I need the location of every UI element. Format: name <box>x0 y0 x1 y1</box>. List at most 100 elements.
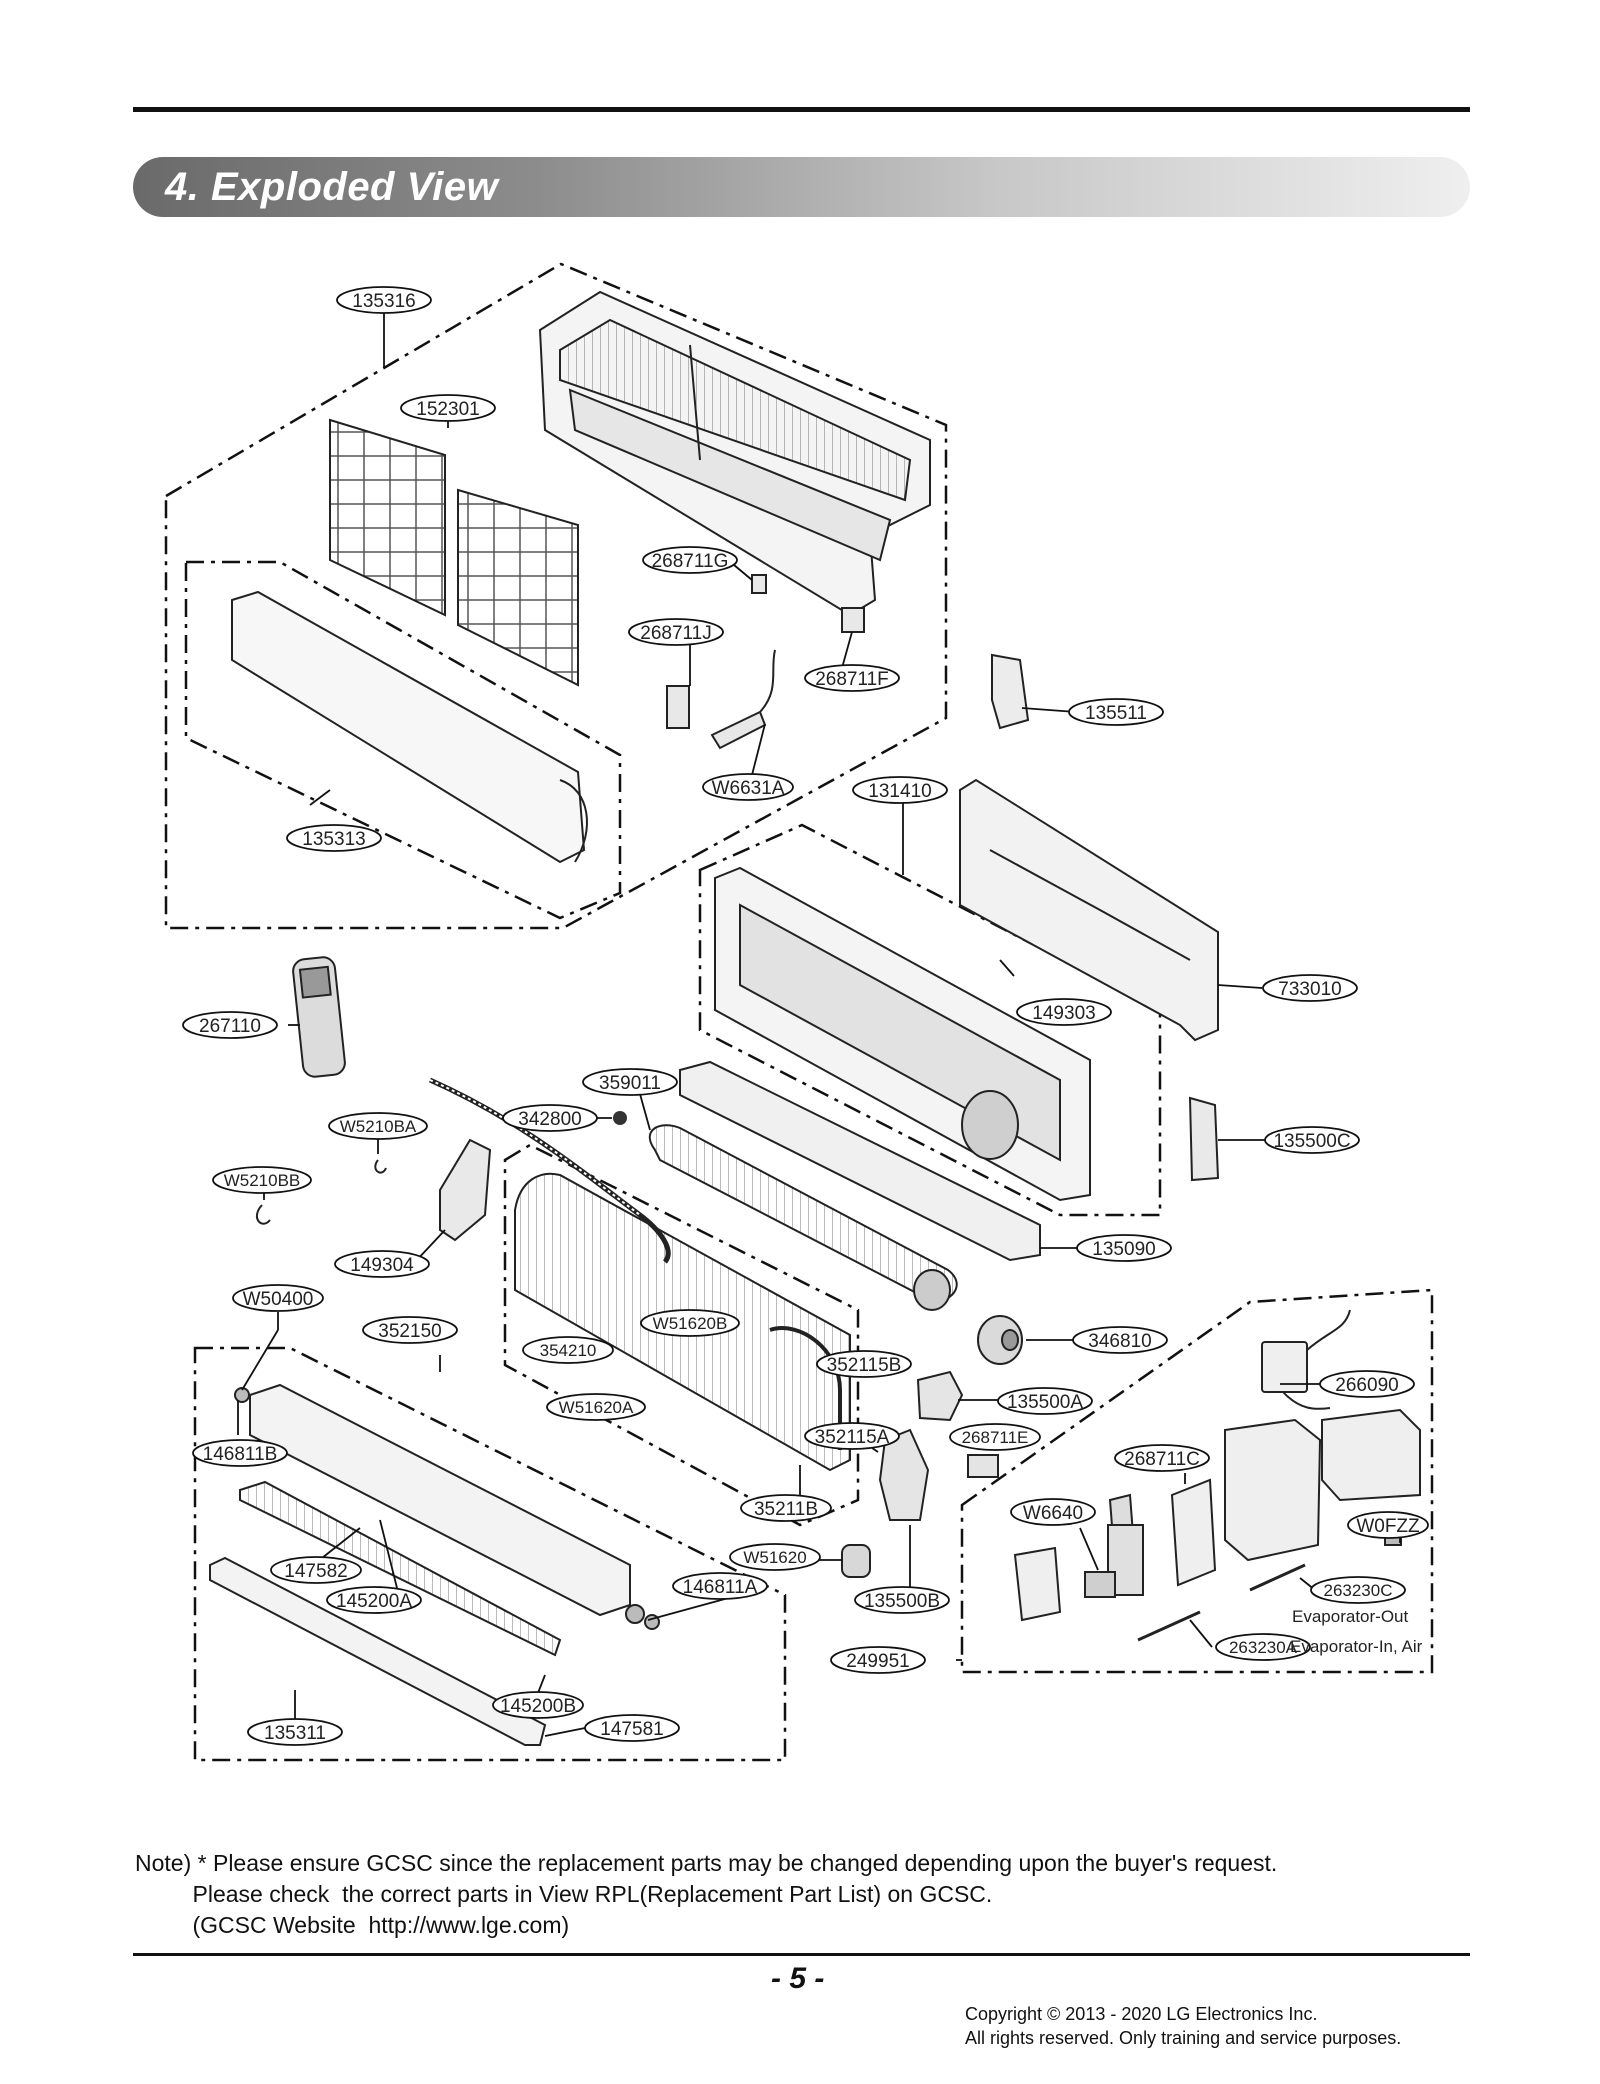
callout-352150: 352150 <box>362 1316 458 1344</box>
svg-text:W50400: W50400 <box>243 1289 314 1310</box>
control-box-parts <box>967 1309 1421 1642</box>
bearing <box>613 1111 627 1125</box>
svg-text:147582: 147582 <box>284 1561 347 1582</box>
svg-text:266090: 266090 <box>1335 1375 1398 1396</box>
svg-text:352115B: 352115B <box>827 1355 902 1376</box>
top-rule <box>133 107 1470 112</box>
callout-131410: 131410 <box>852 776 948 804</box>
callout-W6640: W6640 <box>1010 1498 1096 1526</box>
svg-text:342800: 342800 <box>518 1109 581 1130</box>
svg-text:W51620: W51620 <box>743 1548 806 1567</box>
air-filters <box>329 418 579 687</box>
svg-text:346810: 346810 <box>1088 1331 1151 1352</box>
callout-W0FZZ: W0FZZ <box>1347 1511 1429 1539</box>
callout-733010: 733010 <box>1262 974 1358 1002</box>
copyright-line-2: All rights reserved. Only training and s… <box>965 2028 1402 2048</box>
svg-text:135311: 135311 <box>264 1723 326 1744</box>
note-line-1: Note) * Please ensure GCSC since the rep… <box>135 1850 1278 1876</box>
svg-text:W6640: W6640 <box>1023 1503 1083 1524</box>
callout-W6631A: W6631A <box>702 773 794 801</box>
svg-text:135313: 135313 <box>302 829 365 850</box>
callout-135313: 135313 <box>286 824 382 852</box>
callout-135316: 135316 <box>336 286 432 314</box>
installation-plate <box>959 778 1219 1042</box>
callout-W51620A: W51620A <box>546 1393 646 1421</box>
callout-135090: 135090 <box>1076 1234 1172 1262</box>
callout-W5210BA: W5210BA <box>328 1112 428 1140</box>
svg-text:267110: 267110 <box>199 1016 261 1037</box>
callout-268711F: 268711F <box>804 664 900 692</box>
svg-text:135500A: 135500A <box>1007 1392 1083 1413</box>
remote-control <box>292 956 346 1078</box>
svg-text:152301: 152301 <box>416 399 479 420</box>
callout-135500A: 135500A <box>997 1387 1093 1415</box>
drain-pan <box>679 1060 1041 1262</box>
cross-flow-fan <box>648 1124 958 1311</box>
svg-text:135500C: 135500C <box>1273 1131 1350 1152</box>
svg-text:146811A: 146811A <box>683 1577 758 1598</box>
evaporator-group-outline <box>503 1143 860 1527</box>
svg-text:352150: 352150 <box>378 1321 441 1342</box>
svg-text:146811B: 146811B <box>203 1444 278 1465</box>
callout-145200A: 145200A <box>326 1586 422 1614</box>
svg-text:135500B: 135500B <box>864 1591 940 1612</box>
svg-text:268711C: 268711C <box>1124 1449 1200 1470</box>
evaporator-out-label: Evaporator-Out <box>1292 1607 1408 1626</box>
svg-text:149304: 149304 <box>350 1255 414 1276</box>
callout-152301: 152301 <box>400 394 496 422</box>
note-line-2: Please check the correct parts in View R… <box>135 1881 993 1907</box>
svg-text:263230A: 263230A <box>1229 1638 1298 1657</box>
callout-354210: 354210 <box>522 1336 614 1364</box>
callout-266090: 266090 <box>1319 1370 1415 1398</box>
svg-text:268711F: 268711F <box>815 669 889 690</box>
section-title: 4. Exploded View <box>165 165 499 209</box>
chassis <box>714 866 1091 1202</box>
step-motor <box>841 1544 871 1578</box>
svg-text:359011: 359011 <box>599 1073 661 1094</box>
motor-holders <box>878 1370 964 1521</box>
svg-text:W5210BB: W5210BB <box>224 1171 301 1190</box>
hooks <box>256 1159 387 1225</box>
chassis-group-outline <box>698 823 1162 1217</box>
callout-W50400: W50400 <box>232 1284 324 1312</box>
bracket-135511 <box>991 653 1030 730</box>
louver-group-outline <box>193 1346 787 1762</box>
exploded-view-diagram: 135316 152301 268711G 268711J 268711F W6… <box>164 262 1434 1762</box>
callout-346810: 346810 <box>1072 1326 1168 1354</box>
callout-W51620: W51620 <box>729 1543 821 1571</box>
callout-145200B: 145200B <box>492 1691 584 1719</box>
svg-text:W5210BA: W5210BA <box>340 1117 417 1136</box>
callout-268711C: 268711C <box>1114 1444 1210 1472</box>
callout-267110: 267110 <box>182 1011 278 1039</box>
svg-text:268711G: 268711G <box>652 551 729 572</box>
callout-W5210BB: W5210BB <box>212 1166 312 1194</box>
callout-342800: 342800 <box>502 1104 598 1132</box>
callout-135511: 135511 <box>1068 698 1164 726</box>
drain-hose-ribs <box>429 1079 641 1216</box>
bottom-rule <box>133 1953 1470 1956</box>
svg-text:W51620A: W51620A <box>559 1398 634 1417</box>
callout-359011: 359011 <box>582 1068 678 1096</box>
callout-135500C: 135500C <box>1264 1126 1360 1154</box>
svg-text:145200B: 145200B <box>500 1696 576 1717</box>
callout-147582: 147582 <box>270 1556 362 1584</box>
control-box-group-outline <box>960 1288 1434 1674</box>
svg-text:W6631A: W6631A <box>712 778 785 799</box>
louver-assembly <box>209 1383 631 1746</box>
fan-motor <box>977 1315 1023 1365</box>
svg-text:352115A: 352115A <box>815 1427 890 1448</box>
callout-268711G: 268711G <box>642 546 738 574</box>
front-grille-body <box>538 290 931 617</box>
section-banner: 4. Exploded View <box>133 157 1470 217</box>
callout-263230C: 263230C <box>1310 1576 1406 1604</box>
callout-268711E: 268711E <box>949 1423 1041 1451</box>
callout-268711J: 268711J <box>628 618 724 646</box>
svg-text:263230C: 263230C <box>1323 1581 1392 1600</box>
callout-35211B: 35211B <box>740 1494 832 1522</box>
group-outlines <box>164 262 1434 1762</box>
callout-135500B: 135500B <box>854 1586 950 1614</box>
front-panel-group-outline <box>164 262 948 930</box>
svg-text:149303: 149303 <box>1032 1003 1095 1024</box>
svg-text:135511: 135511 <box>1085 703 1147 724</box>
copyright: Copyright © 2013 - 2020 LG Electronics I… <box>965 2002 1401 2050</box>
